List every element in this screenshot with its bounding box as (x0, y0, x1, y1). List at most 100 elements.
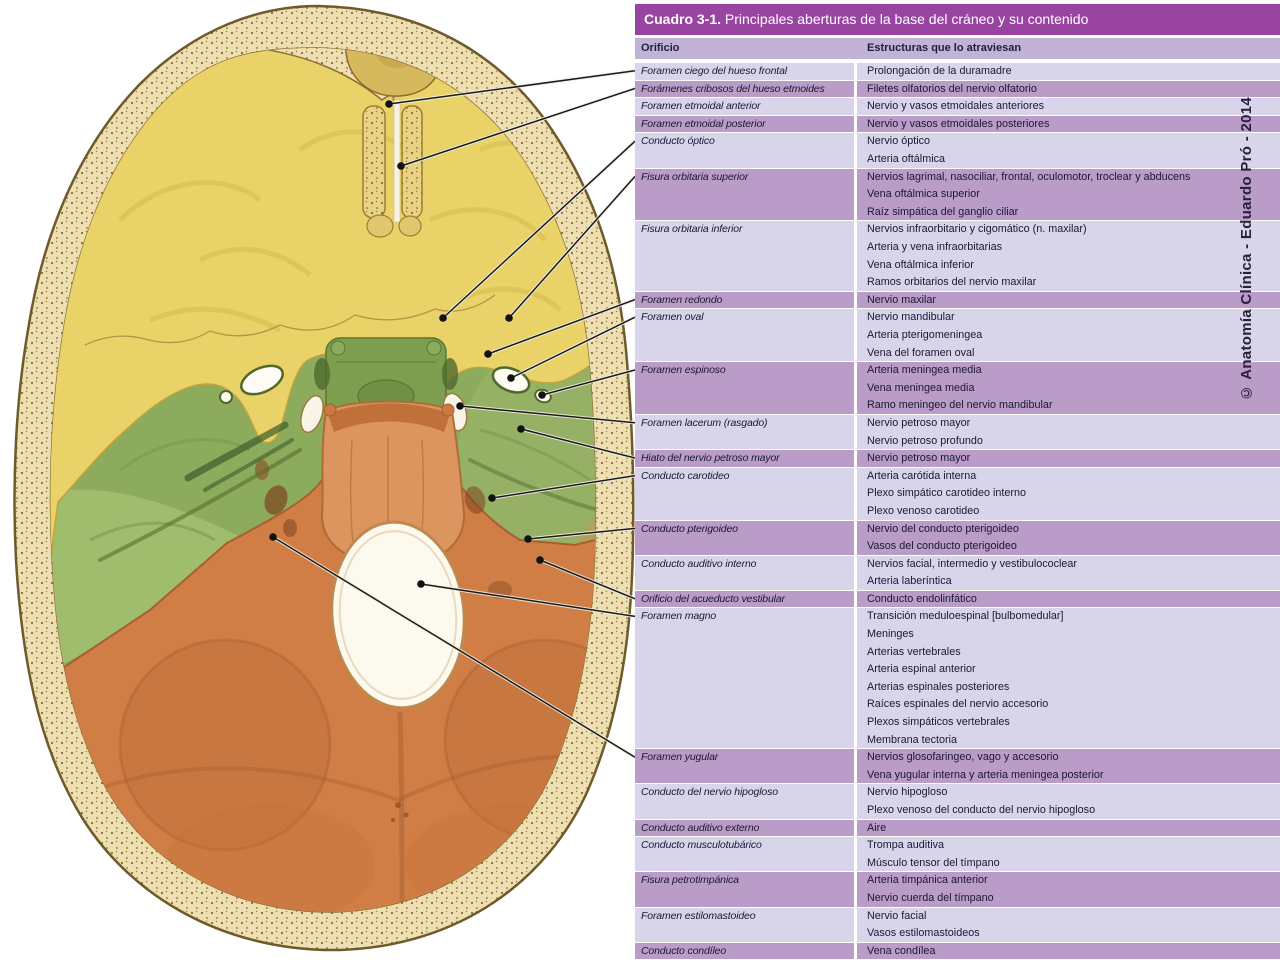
leader-dot (385, 100, 393, 108)
orificio-cell: Conducto auditivo interno (635, 555, 854, 590)
orificio-cell: Conducto pterigoideo (635, 520, 854, 555)
orificio-cell: Conducto musculotubárico (635, 837, 854, 872)
column-gap (854, 837, 857, 872)
estructuras-cell: Vena condílea (857, 942, 1280, 960)
clivus (320, 400, 466, 561)
estructura-line: Vena del foramen oval (867, 346, 975, 359)
column-gap (854, 414, 857, 450)
leader-line (272, 536, 635, 758)
estructura-line: Arterias espinales posteriores (867, 680, 1010, 693)
leader-line (510, 316, 635, 379)
orificio-cell: Foramen ciego del hueso frontal (635, 63, 854, 80)
estructuras-cell: Nervio maxilar (857, 291, 1280, 309)
estructura-line: Nervio cuerda del tímpano (867, 892, 994, 905)
leader-dot (397, 162, 405, 170)
table-title-text: Principales aberturas de la base del crá… (721, 11, 1089, 27)
estructura-line: Nervios lagrimal, nasociliar, frontal, o… (867, 170, 1191, 183)
estructura-line: Prolongación de la duramadre (867, 65, 1012, 77)
orificio-cell: Hiato del nervio petroso mayor (635, 450, 854, 467)
estructura-line: Vena oftálmica inferior (867, 258, 974, 271)
estructura-line: Arteria espinal anterior (867, 663, 976, 676)
column-header-estructuras: Estructuras que lo atraviesan (867, 42, 1022, 54)
estructura-line: Vasos del conducto pterigoideo (867, 540, 1017, 553)
leader-line (442, 140, 635, 319)
orificio-cell: Forámenes cribosos del hueso etmoides (635, 80, 854, 98)
leader-line (491, 474, 635, 499)
column-gap (854, 819, 857, 837)
estructura-line: Arteria carótida interna (867, 469, 977, 482)
estructura-line: Plexo simpático carotideo interno (867, 487, 1027, 500)
estructuras-cell: Filetes olfatorios del nervio olfatorio (857, 80, 1280, 98)
estructura-line: Transición meduloespinal [bulbomedular] (867, 610, 1064, 623)
estructura-line: Arteria oftálmica (867, 152, 946, 165)
estructura-line: Nervio del conducto pterigoideo (867, 522, 1019, 535)
estructura-line: Meninges (867, 628, 914, 641)
estructura-line: Músculo tensor del tímpano (867, 856, 1000, 869)
estructuras-cell: Transición meduloespinal [bulbomedular] M… (857, 608, 1280, 749)
estructura-line: Membrana tectoria (867, 733, 958, 746)
orificio-cell: Foramen estilomastoideo (635, 907, 854, 942)
leader-dot (484, 350, 492, 358)
column-header-orificio: Orificio (641, 42, 680, 54)
table-column-header: Orificio Estructuras que lo atraviesan (635, 38, 1280, 59)
column-gap (854, 749, 857, 784)
estructuras-cell: Aire (857, 819, 1280, 837)
estructura-line: Arterias vertebrales (867, 645, 961, 658)
estructuras-cell: Nervios facial, intermedio y vestibuloco… (857, 555, 1280, 590)
column-gap (854, 467, 857, 520)
estructuras-cell: Nervios infraorbitario y cigomático (n. … (857, 221, 1280, 291)
leader-dot (417, 580, 425, 588)
column-gap (854, 450, 857, 467)
estructura-line: Vena meningea media (867, 381, 975, 394)
petrous-ridges (98, 421, 596, 562)
estructura-line: Plexo venoso del conducto del nervio hip… (867, 804, 1096, 817)
leader-line (459, 405, 635, 424)
table-row: Foramen lacerum (rasgado)Nervio petroso … (635, 413, 1280, 450)
estructura-line: Vena condílea (867, 944, 936, 957)
leader-dot (505, 314, 513, 322)
leader-line (541, 369, 635, 396)
estructuras-cell: Nervios lagrimal, nasociliar, frontal, o… (857, 168, 1280, 221)
estructura-line: Raíces espinales del nervio accesorio (867, 698, 1049, 711)
orificio-cell: Orificio del acueducto vestibular (635, 590, 854, 608)
orificio-cell: Foramen redondo (635, 291, 854, 309)
leader-lines (269, 69, 635, 759)
orificio-cell: Conducto carotideo (635, 467, 854, 520)
orificio-cell: Fisura orbitaria inferior (635, 221, 854, 291)
estructura-line: Nervio hipogloso (867, 786, 948, 799)
internal-occipital-crest (397, 711, 405, 913)
orificio-cell: Foramen lacerum (rasgado) (635, 414, 854, 450)
estructura-line: Plexos simpáticos vertebrales (867, 716, 1010, 729)
foramen-ovale-left (240, 364, 284, 396)
estructura-line: Ramos orbitarios del nervio maxilar (867, 276, 1037, 289)
cuadro-3-1-table: Cuadro 3-1. Principales aberturas de la … (635, 0, 1280, 960)
orificio-cell: Foramen oval (635, 309, 854, 362)
column-gap (854, 115, 857, 133)
estructura-line: Vena yugular interna y arteria meningea … (867, 768, 1104, 781)
estructura-line: Arteria pterigomeningea (867, 328, 983, 341)
orificio-cell: Foramen yugular (635, 749, 854, 784)
